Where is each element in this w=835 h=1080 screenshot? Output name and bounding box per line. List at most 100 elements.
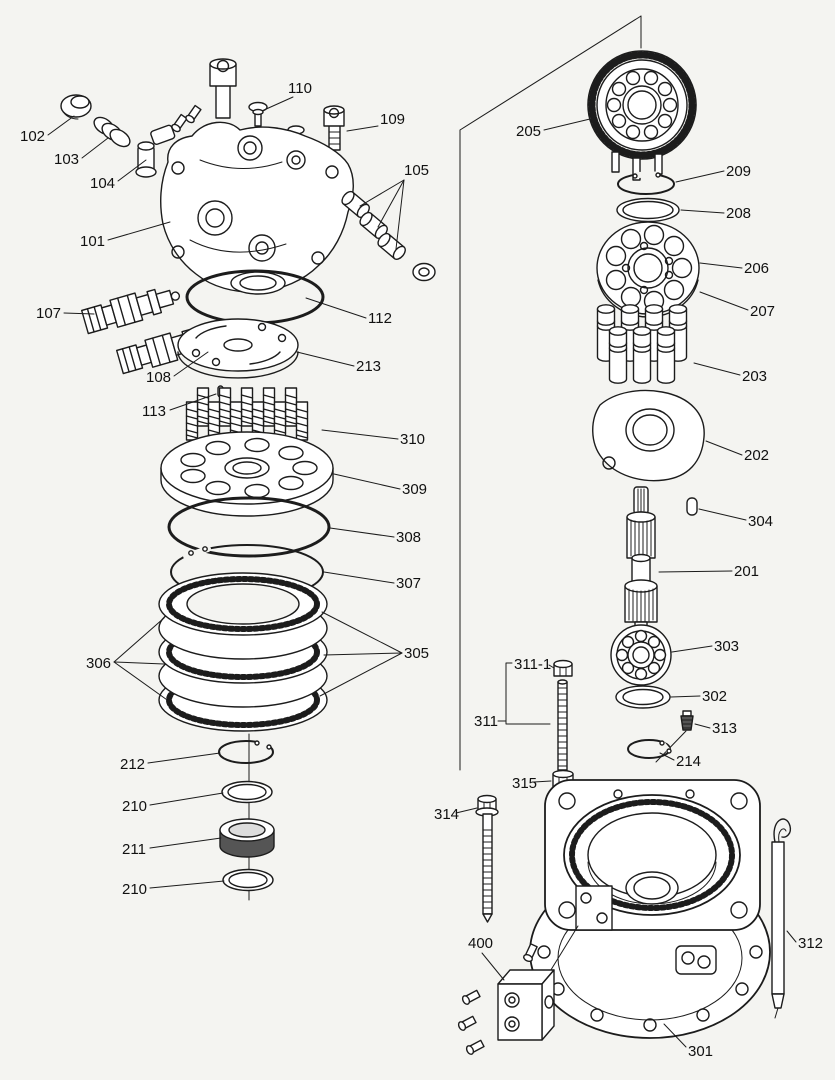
bracket-311 [505,662,513,725]
part-label-202: 202 [744,447,769,464]
leader-line-105 [377,179,405,228]
part-label-110: 110 [288,80,312,97]
part-label-113: 113 [142,403,166,420]
leader-line-201 [658,570,733,573]
part-302-ring [615,685,671,709]
part-102-plug [60,94,92,120]
leader-line-307 [323,571,395,584]
leader-line-314 [455,807,478,814]
part-314-bolt [475,794,499,923]
part-label-305: 305 [404,645,429,662]
part-label-205: 205 [516,123,541,140]
leader-line-103 [81,137,109,159]
part-label-302: 302 [702,688,727,705]
part-label-203: 203 [742,368,767,385]
leader-line-109 [346,125,379,132]
part-208-ring [616,197,680,223]
leader-line-311-1 [548,664,555,669]
part-206-207-plate [596,221,700,318]
part-label-103: 103 [54,151,79,168]
part-label-311-1: 311-1 [514,656,551,673]
part-label-308: 308 [396,529,421,546]
leader-line-305 [319,652,403,697]
part-label-201: 201 [734,563,759,580]
part-label-206: 206 [744,260,769,277]
part-101-housing [160,121,354,295]
part-309-retainer-plate [160,431,334,517]
part-label-112: 112 [368,310,392,327]
part-label-107: 107 [36,305,61,322]
part-104-elbow-fitting [135,104,203,178]
part-label-210: 210 [122,798,147,815]
part-109-bolt [323,105,345,151]
leader-line-305 [321,611,403,654]
part-label-210: 210 [122,881,147,898]
part-label-209: 209 [726,163,751,180]
part-label-212: 212 [120,756,145,773]
part-label-315: 315 [512,775,537,792]
leader-line-308 [329,527,395,538]
leader-line-203 [693,362,741,376]
leader-line-110 [263,96,294,111]
leader-line-104 [117,159,147,182]
part-label-213: 213 [356,358,381,375]
part-label-211: 211 [122,841,146,858]
part-label-311: 311 [474,713,498,730]
leader-line-113 [169,393,217,411]
part-105-plugs [339,188,436,282]
part-label-104: 104 [90,175,115,192]
leader-line-107 [63,312,95,315]
part-202-swash-plate [592,389,705,482]
part-label-108: 108 [146,369,171,386]
leader-line-313 [694,723,711,729]
part-210-ring-upper [221,780,273,804]
leader-line-305 [323,652,403,656]
leader-line-211 [149,837,222,849]
part-label-314: 314 [434,806,459,823]
part-label-208: 208 [726,205,751,222]
part-bolt-top-center [209,58,237,119]
part-303-bearing [610,624,672,686]
leader-line-306 [113,661,165,665]
leader-line-309 [333,473,401,490]
part-311-stud-assembly [505,659,574,788]
part-213-valve-plate [177,318,299,379]
part-label-109: 109 [380,111,405,128]
part-label-310: 310 [400,431,425,448]
part-label-306: 306 [86,655,111,672]
part-label-307: 307 [396,575,421,592]
leader-line-310 [321,429,399,440]
leader-line-207 [699,291,749,311]
leader-line-306 [113,617,165,663]
part-label-214: 214 [676,753,701,770]
leader-line-210 [149,880,225,889]
leader-line-206 [699,262,743,269]
leader-line-108 [173,351,209,377]
leader-line-303 [671,645,713,653]
part-304-pin [686,497,698,516]
leader-line-102 [47,115,75,136]
leader-line-101 [107,221,171,241]
leader-line-301 [663,1023,687,1048]
leader-line-312 [786,930,797,943]
part-312-rod [771,818,792,1019]
part-305-306-plate-stack [158,572,328,732]
part-label-301: 301 [688,1043,713,1060]
part-label-102: 102 [20,128,45,145]
leader-line-105 [359,179,405,207]
leader-line-210 [149,792,224,806]
leader-line-302 [670,695,701,698]
part-label-304: 304 [748,513,773,530]
part-label-312: 312 [798,935,823,952]
leader-line-213 [296,351,355,367]
leader-line-202 [705,440,743,456]
part-label-207: 207 [750,303,775,320]
part-label-309: 309 [402,481,427,498]
part-label-400: 400 [468,935,493,952]
projection-line [459,15,642,771]
leader-line-112 [305,297,367,319]
part-301-casing [529,779,771,1039]
